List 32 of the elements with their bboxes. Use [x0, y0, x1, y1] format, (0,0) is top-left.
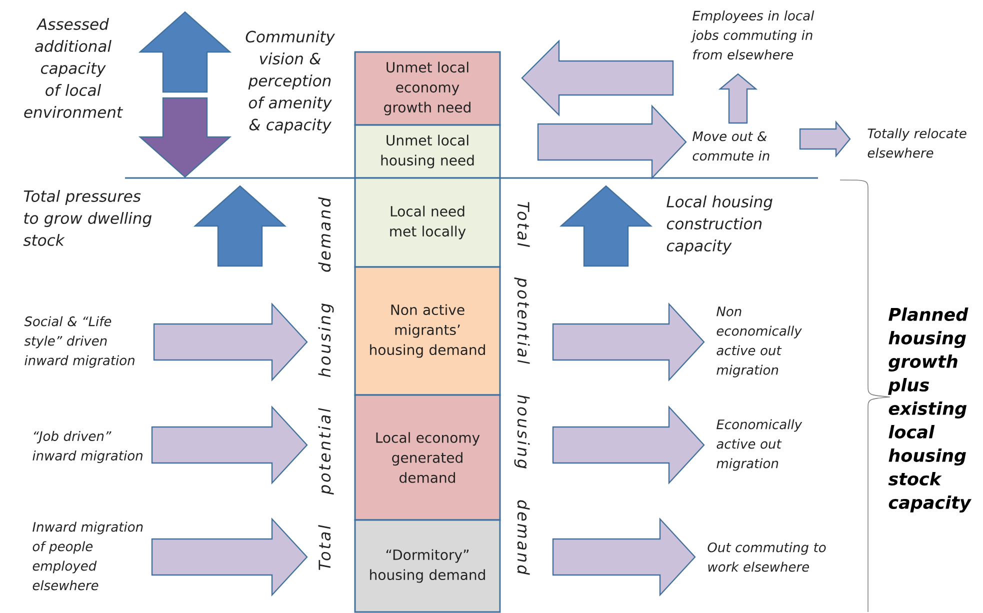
node-text: “Job driven” inward migration [32, 430, 142, 464]
node-text: Economically active out migration [716, 419, 802, 471]
demand-box: Non active migrants’ housing demand [354, 266, 501, 396]
node-text: Social & “Life style” driven inward migration [24, 316, 134, 368]
demand-box: “Dormitory” housing demand [354, 519, 501, 613]
label-text: Local housing construction capacity [666, 196, 772, 254]
node-text: Inward migration of people employed elsewhere [32, 522, 143, 590]
axis-text: Total potential housing demand [514, 202, 530, 575]
bracket-label: Planned housing growth plus existing local housing stock capacity [888, 307, 972, 513]
block-arrow [151, 405, 308, 485]
demand-box: Unmet local economy growth need [354, 51, 501, 126]
node-text: Out commuting to work elsewhere [708, 542, 826, 572]
demand-box: Local economy generated demand [354, 394, 501, 521]
node-text: Employees in local jobs commuting in from elsewhere [690, 10, 814, 60]
block-arrow [718, 73, 758, 124]
node-text: Totally relocate elsewhere [868, 128, 966, 158]
label-text: Community vision & perception of amenity & capacity [246, 30, 336, 134]
node-text: Non economically active out migration [716, 306, 802, 378]
block-arrow [537, 104, 687, 180]
label-text: Assessed additional capacity of local environment [24, 18, 124, 118]
block-arrow [552, 302, 705, 382]
block-arrow [151, 517, 308, 597]
block-arrow [552, 517, 696, 597]
label-text: Total pressures to grow dwelling stock [23, 190, 152, 246]
axis-text: Total potential housing demand [318, 197, 334, 570]
node-text: Move out & commute in [692, 131, 770, 161]
demand-box: Unmet local housing need [354, 124, 501, 179]
block-arrow [521, 40, 674, 116]
block-arrow [799, 120, 851, 158]
block-arrow [153, 302, 308, 382]
block-arrow [552, 405, 705, 485]
demand-box: Local need met locally [354, 177, 501, 268]
